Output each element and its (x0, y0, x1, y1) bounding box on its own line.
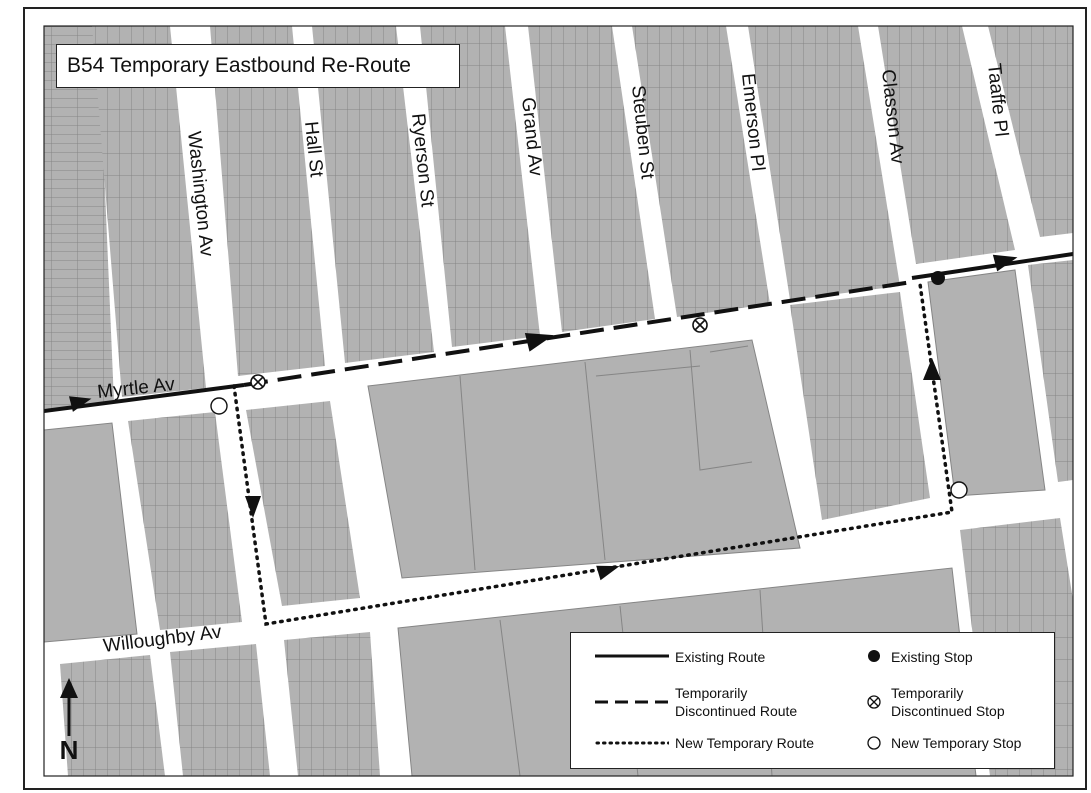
legend-new-route-label: New Temporary Route (675, 735, 815, 751)
blocks-middle (44, 260, 1073, 643)
legend-new-route-swatch (595, 741, 669, 745)
discontinued-stop-marker[interactable] (250, 374, 266, 390)
new-temporary-route (232, 282, 954, 627)
legend-new-stop-icon (867, 736, 881, 750)
legend: Existing Route Temporarily Discontinued … (570, 632, 1055, 769)
north-label: N (59, 735, 79, 765)
legend-existing-stop-label: Existing Stop (891, 649, 973, 665)
legend-discontinued-stop-label-1: Temporarily (891, 685, 964, 701)
legend-discontinued-stop-icon (867, 695, 881, 709)
legend-existing-route-swatch (595, 654, 669, 658)
legend-existing-route-label: Existing Route (675, 649, 766, 665)
blocks-north (44, 26, 1073, 409)
discontinued-route (243, 280, 913, 387)
legend-discontinued-route-label-2: Discontinued Route (675, 703, 798, 719)
existing-route-west (44, 383, 245, 413)
legend-discontinued-route-swatch (595, 700, 669, 704)
north-arrow: N (52, 678, 86, 768)
map-title: B54 Temporary Eastbound Re-Route (56, 44, 460, 88)
new-stop-marker[interactable] (210, 397, 228, 415)
legend-new-stop-label: New Temporary Stop (891, 735, 1022, 751)
legend-existing-stop-icon (868, 650, 880, 662)
existing-stop-marker[interactable] (931, 271, 945, 285)
legend-discontinued-route-label-1: Temporarily (675, 685, 748, 701)
north-arrow-icon (60, 678, 78, 736)
legend-discontinued-stop-label-2: Discontinued Stop (891, 703, 1005, 719)
discontinued-stop-marker[interactable] (692, 317, 708, 333)
map-area: Myrtle Av Willoughby Av Washington Av Ha… (44, 26, 1073, 776)
new-stop-marker[interactable] (950, 481, 968, 499)
